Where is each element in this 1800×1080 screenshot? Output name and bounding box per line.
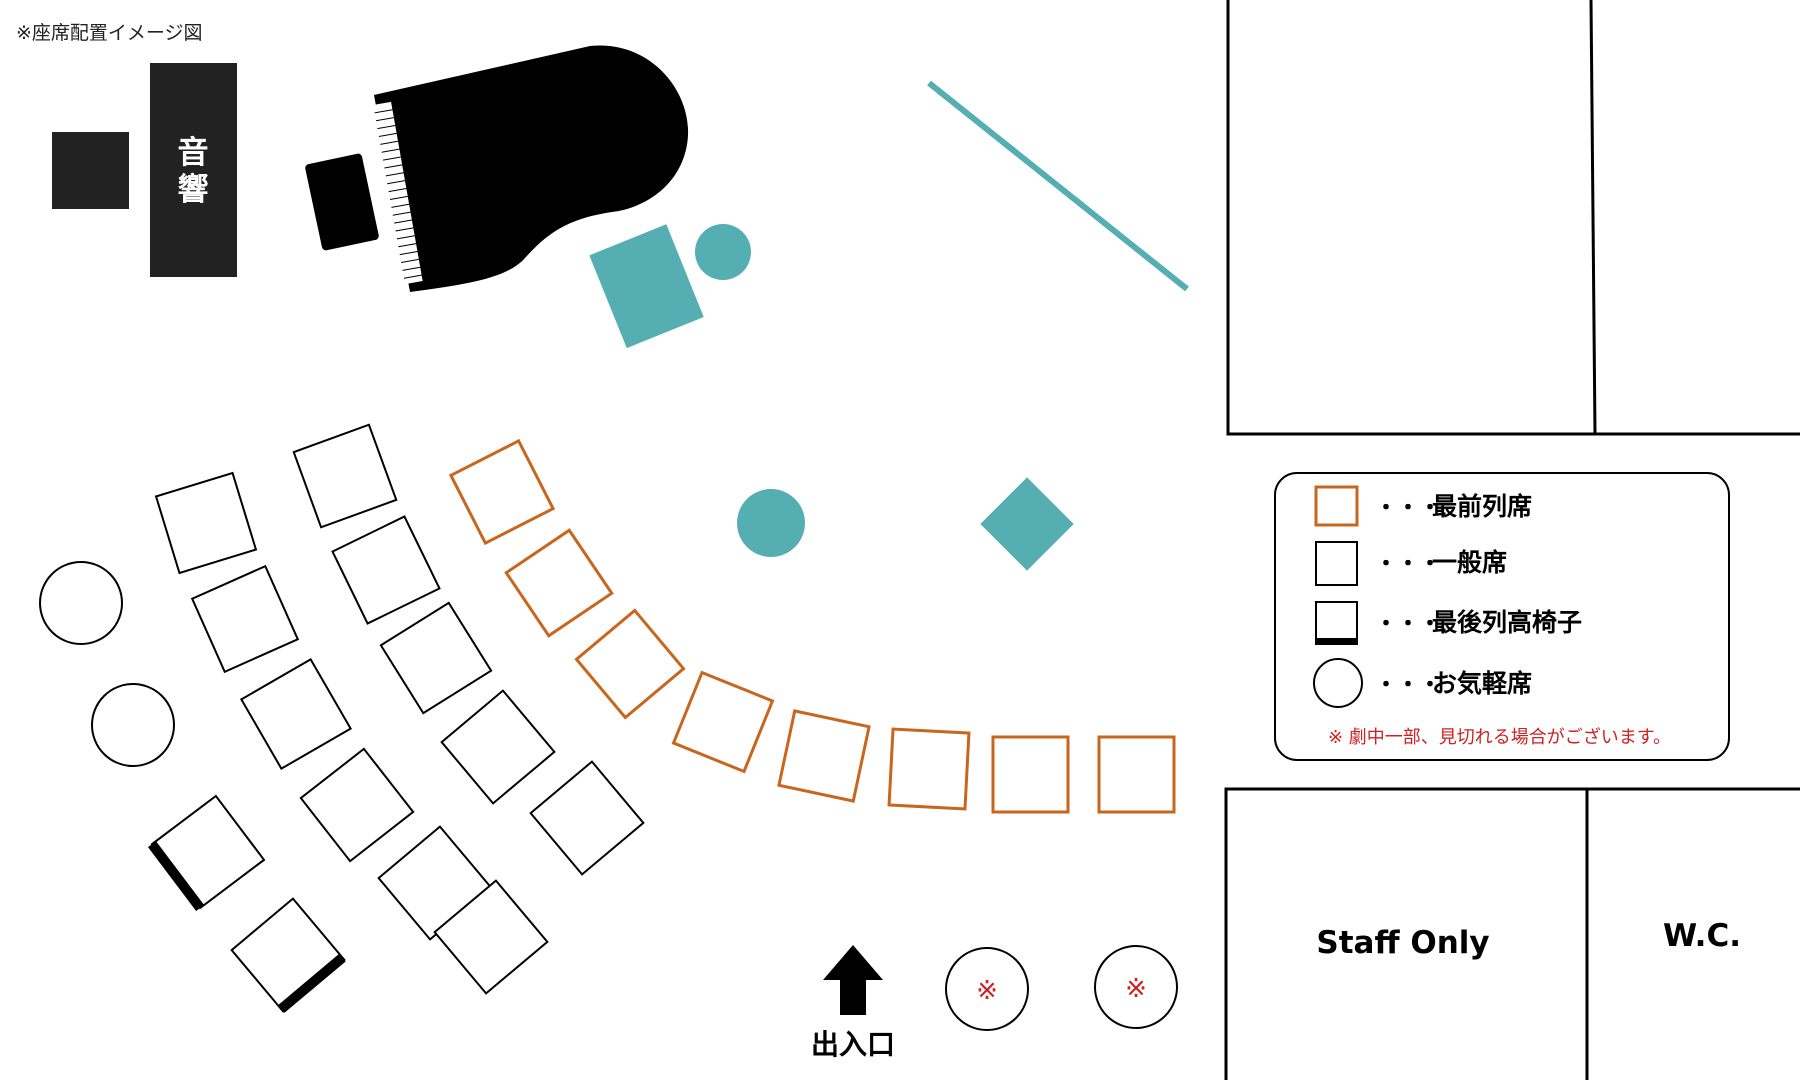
sound-label-2: 響	[178, 172, 209, 208]
general-seat	[299, 747, 415, 863]
entrance-label: 出入口	[811, 1028, 895, 1061]
legend-front-label: 最前列席	[1432, 492, 1532, 521]
high-chair-seat	[230, 897, 346, 1013]
teal-partition-line	[927, 80, 1189, 292]
legend-general-label: 一般席	[1432, 548, 1507, 577]
general-seat	[239, 657, 353, 771]
legend-dots: ・・・	[1375, 673, 1441, 698]
teal-small-circle	[695, 224, 751, 280]
floor-plan-note: ※座席配置イメージ図	[16, 22, 203, 44]
staff-only-label: Staff Only	[1316, 925, 1489, 961]
front-seat	[887, 727, 971, 811]
sound-label-1: 音	[178, 135, 209, 171]
front-seat	[504, 528, 614, 638]
front-seat	[777, 709, 871, 803]
general-seat	[154, 471, 258, 575]
room-wall	[1224, 787, 1800, 1080]
front-seat	[574, 608, 686, 720]
legend-casual-label: お気軽席	[1432, 669, 1532, 698]
casual-seat	[39, 561, 123, 645]
legend-dots: ・・・	[1375, 552, 1441, 577]
legend-high-chair-swatch	[1315, 601, 1358, 645]
general-seat	[433, 879, 549, 995]
teal-rect-prop	[589, 224, 704, 349]
reserved-seat	[945, 947, 1029, 1031]
general-seat	[440, 689, 556, 805]
general-seat	[529, 760, 645, 876]
wc-label: W.C.	[1663, 918, 1741, 954]
front-seat	[991, 735, 1070, 814]
general-seat	[292, 423, 398, 529]
reserved-mark: ※	[976, 976, 998, 1006]
high-chair-seat	[147, 794, 266, 912]
sound-desk	[150, 63, 237, 277]
piano-bench	[305, 153, 379, 251]
reserved-seat	[1094, 945, 1178, 1029]
room-wall	[1589, 0, 1597, 435]
teal-circle	[737, 489, 805, 557]
entrance-arrow-icon	[823, 945, 883, 1015]
front-seat	[448, 438, 556, 546]
legend-high-chair-label: 最後列高椅子	[1432, 608, 1582, 637]
general-seat	[331, 515, 441, 625]
legend-dots: ・・・	[1375, 612, 1441, 637]
general-seat	[190, 564, 300, 674]
front-seat	[671, 670, 775, 774]
front-seat	[1097, 735, 1176, 814]
legend-note: ※ 劇中一部、見切れる場合がございます。	[1328, 726, 1671, 748]
legend-general-swatch	[1315, 541, 1358, 586]
casual-seat	[91, 683, 175, 767]
grand-piano-icon	[373, 45, 689, 292]
reserved-mark: ※	[1125, 974, 1147, 1004]
equipment-box	[52, 132, 129, 209]
legend-high-chair-bar	[1316, 638, 1357, 645]
general-seat	[379, 601, 493, 715]
legend-front-swatch	[1314, 485, 1359, 527]
legend-dots: ・・・	[1375, 496, 1441, 521]
teal-diamond	[980, 477, 1074, 571]
legend: ・・・ 最前列席 ・・・ 一般席 ・・・ 最後列高椅子 ・・・ お気軽席 ※ 劇…	[1274, 472, 1730, 761]
legend-casual-swatch	[1313, 658, 1363, 708]
room-wall	[1226, 0, 1800, 436]
